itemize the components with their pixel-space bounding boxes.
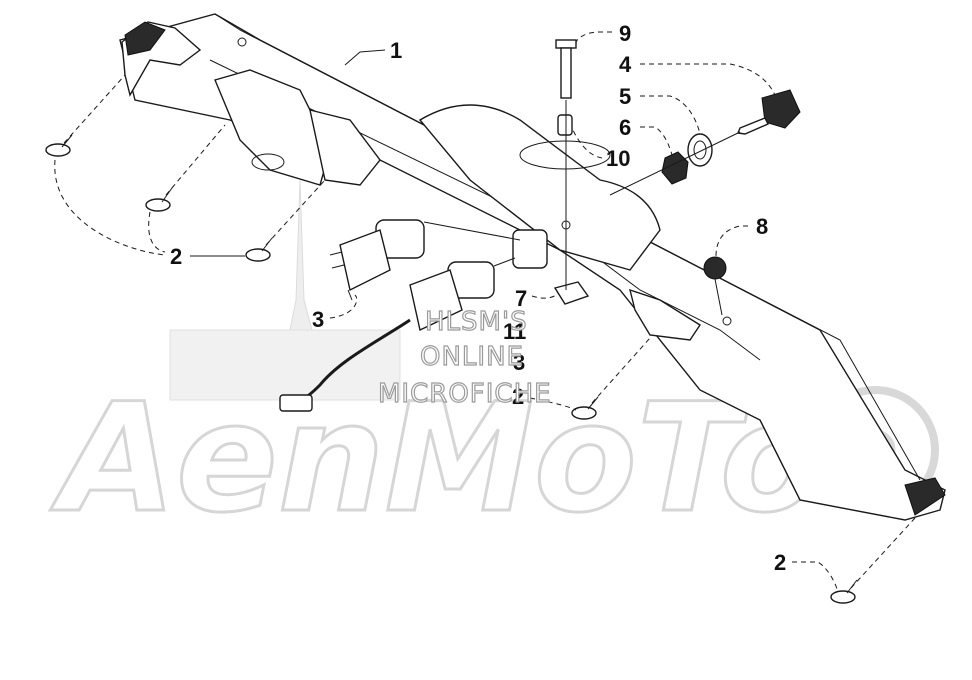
harness-connector (279, 394, 313, 412)
watermark-line-2: ONLINE (420, 342, 524, 372)
push-clip-5-head (830, 590, 856, 604)
callout-6: 6 (619, 115, 631, 140)
install-line-clip3 (265, 179, 326, 246)
install-line-clip2 (165, 124, 226, 196)
watermark-line-3: MICROFICHE (378, 379, 552, 409)
leader-7 (531, 293, 559, 299)
dash-left-duct-opening (251, 153, 285, 171)
push-clip-1 (45, 134, 73, 157)
install-line-clip5 (850, 517, 916, 589)
callout-2-upper-left: 2 (170, 244, 182, 269)
push-clip-3-head (245, 248, 271, 262)
dash-hole-right (722, 316, 732, 326)
leader-10 (572, 129, 603, 159)
plug-8 (703, 256, 727, 280)
install-line-key (609, 131, 741, 196)
watermark-background: AenMoTo (49, 179, 939, 548)
watermark-brand: AenMoTo (50, 372, 823, 546)
dash-panel-part (119, 13, 946, 521)
dash-hole-left (237, 37, 247, 47)
bracket-7 (553, 281, 590, 305)
push-clip-2-stem (161, 187, 173, 203)
callouts: 1 2 2 2 3 3 4 5 6 7 8 9 10 11 (170, 21, 786, 575)
screw-9-shank (560, 47, 572, 99)
install-line-plug (714, 278, 723, 316)
leader-8 (715, 225, 748, 257)
callout-9: 9 (619, 21, 631, 46)
leader-5 (640, 95, 701, 135)
callout-11: 11 (503, 319, 526, 344)
install-line-clip1 (63, 74, 126, 144)
leader-lines (54, 31, 839, 593)
key-blade (737, 117, 769, 135)
push-clip-2-head (145, 198, 171, 212)
dash-center-duct (309, 109, 381, 186)
switch-upper-body (339, 229, 391, 292)
dash-console-opening (519, 140, 611, 170)
callout-8: 8 (756, 214, 768, 239)
switch-lower (279, 261, 495, 412)
leader-2-bottom (792, 561, 839, 593)
leader-1 (344, 49, 386, 66)
leader-9 (575, 31, 612, 43)
callout-3-center: 3 (513, 350, 525, 375)
switch-lower-body (409, 269, 463, 332)
bushing-11 (512, 229, 548, 269)
callout-5: 5 (619, 84, 631, 109)
switch-upper (329, 219, 425, 301)
push-clip-4-stem (587, 396, 599, 410)
callout-1: 1 (390, 38, 402, 63)
screw-9 (555, 39, 577, 99)
dash-panel-ridge-lower (209, 59, 761, 361)
switch-upper-pin2 (331, 264, 345, 269)
push-clip-2 (145, 187, 173, 212)
dash-console-hump (418, 104, 661, 271)
leader-4 (640, 63, 776, 96)
dash-left-bracket-tab (124, 21, 166, 56)
watermark-foreground: HLSM'S ONLINE MICROFICHE (377, 306, 552, 409)
leader-3a (329, 294, 358, 319)
push-clip-1-head (45, 143, 71, 157)
ignition-key (737, 89, 801, 135)
watermark-building (169, 329, 401, 401)
screw-9-head (555, 39, 577, 49)
spacer-10 (557, 114, 573, 136)
install-line-switch (423, 221, 521, 241)
callout-7: 7 (515, 286, 527, 311)
seal-ring (687, 133, 713, 167)
switch-upper-pin3 (347, 289, 353, 301)
dash-right-duct (629, 288, 701, 341)
callout-4: 4 (619, 52, 632, 77)
install-lines (63, 74, 916, 589)
watermark-line-1: HLSM'S (425, 307, 528, 337)
push-clip-5 (830, 579, 858, 604)
install-line-clip4 (591, 337, 651, 404)
callout-3-left: 3 (312, 307, 324, 332)
leader-2-mid (148, 211, 166, 253)
push-clip-4-head (571, 406, 597, 420)
key-seal (687, 133, 713, 167)
seal-inner (693, 140, 707, 160)
callout-2-center: 2 (512, 384, 524, 409)
leader-2-left (54, 159, 166, 256)
switch-upper-pin1 (329, 251, 343, 256)
leader-2-lower (529, 397, 577, 411)
leader-6 (640, 126, 673, 156)
callout-2-lower-right: 2 (774, 550, 786, 575)
push-clip-3 (245, 237, 273, 262)
callout-10: 10 (606, 146, 630, 171)
push-clip-4 (571, 396, 599, 420)
install-line-switch2 (493, 257, 516, 267)
push-clip-1-stem (61, 134, 73, 148)
dash-right-bracket-tab (904, 477, 946, 516)
